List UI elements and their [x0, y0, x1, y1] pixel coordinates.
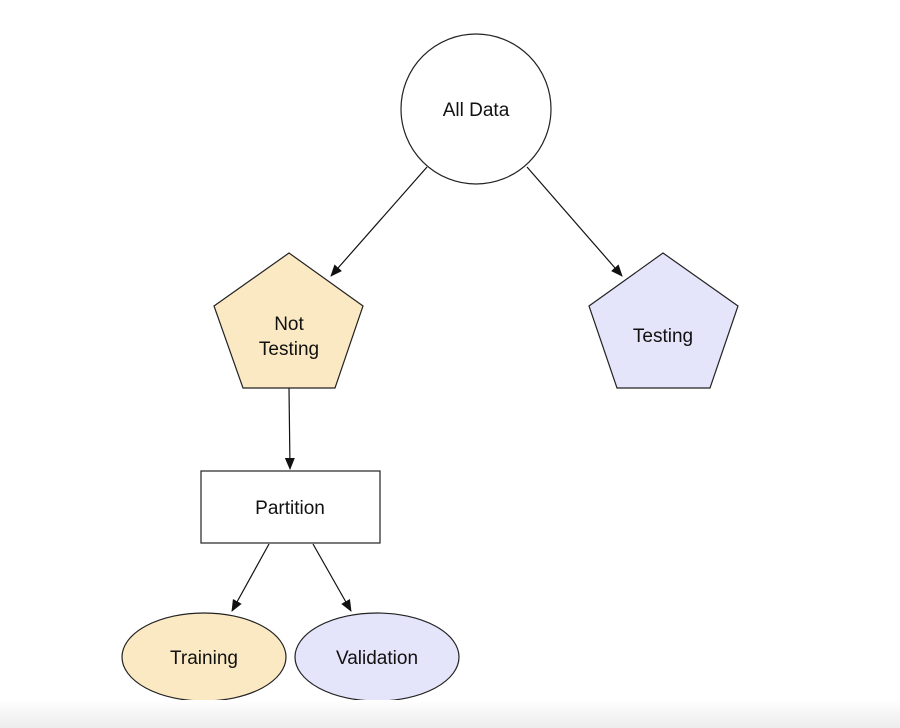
node-not-testing: Not Testing: [213, 252, 364, 389]
node-training: Training: [121, 612, 287, 702]
edge-all-data-to-testing: [526, 166, 623, 277]
training-label: Training: [170, 648, 238, 669]
window-bottom-edge: [0, 700, 900, 728]
node-testing: Testing: [588, 252, 739, 389]
node-partition: Partition: [200, 470, 381, 544]
edge-partition-to-validation: [312, 543, 352, 612]
edge-not-testing-to-partition: [284, 387, 295, 470]
testing-label: Testing: [633, 326, 693, 347]
edge-all-data-to-not-testing: [330, 166, 428, 277]
not-testing-label-line1: Not: [274, 314, 304, 335]
all-data-label: All Data: [443, 100, 510, 121]
testing-pentagon: [588, 252, 739, 389]
all-data-circle: [400, 33, 552, 185]
node-all-data: All Data: [400, 33, 552, 185]
node-validation: Validation: [294, 612, 460, 702]
validation-label: Validation: [336, 648, 418, 669]
not-testing-pentagon: [213, 252, 364, 389]
not-testing-label-line2: Testing: [259, 339, 319, 360]
partition-box: [200, 470, 381, 544]
partition-label: Partition: [255, 498, 325, 519]
edge-partition-to-training: [231, 543, 270, 612]
